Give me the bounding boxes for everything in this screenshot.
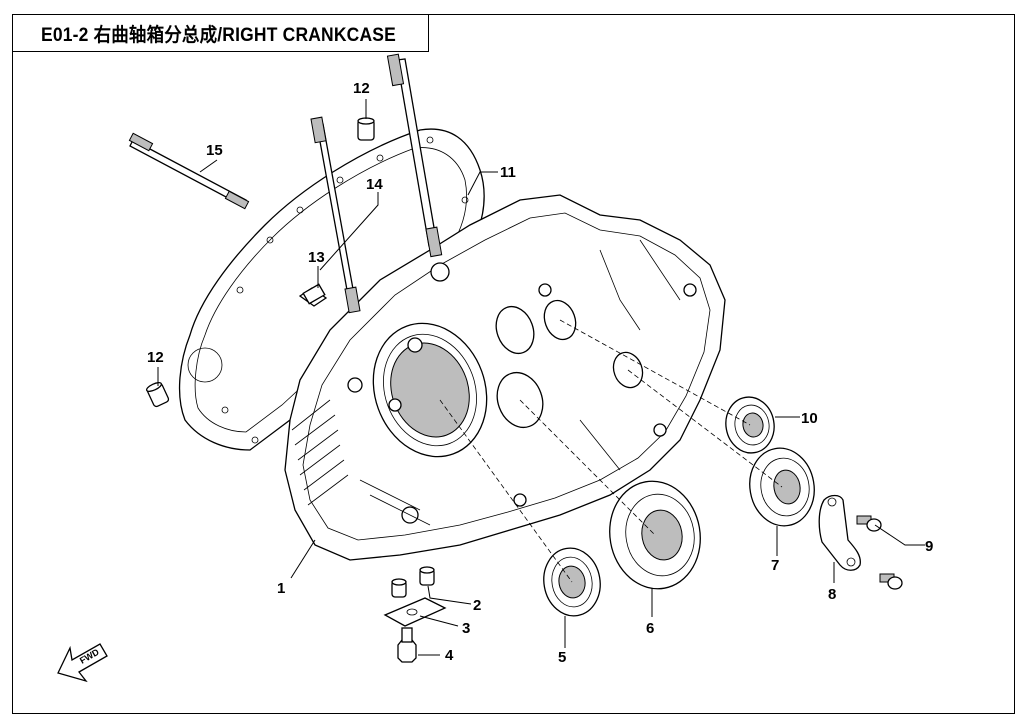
callout-12-top: 12 — [353, 80, 370, 97]
small-parts-2-3-4 — [383, 566, 447, 663]
screws-9 — [856, 515, 903, 590]
callout-15: 15 — [206, 142, 223, 159]
stud-bolts — [310, 53, 443, 314]
fwd-arrow: FWD — [57, 643, 108, 683]
title-box: E01-2 右曲轴箱分总成/RIGHT CRANKCASE — [12, 14, 429, 52]
callout-4: 4 — [445, 647, 454, 664]
callout-11: 11 — [500, 164, 516, 181]
diagram-title: E01-2 右曲轴箱分总成/RIGHT CRANKCASE — [41, 24, 396, 46]
alignment-lines — [439, 319, 783, 583]
callout-5: 5 — [558, 649, 566, 666]
callout-8: 8 — [828, 586, 836, 603]
callout-3: 3 — [462, 620, 470, 637]
callout-12-left: 12 — [147, 349, 164, 366]
callout-1: 1 — [277, 580, 285, 597]
bearing-retainer-8 — [818, 494, 861, 571]
callout-13: 13 — [308, 249, 325, 266]
callout-2: 2 — [473, 597, 481, 614]
callouts: 1 2 3 4 5 6 7 8 9 10 11 12 12 13 14 15 — [147, 80, 933, 666]
callout-6: 6 — [646, 620, 654, 637]
callout-10: 10 — [801, 410, 818, 427]
leader-lines — [157, 99, 925, 656]
bearing-6 — [609, 480, 701, 590]
callout-14: 14 — [366, 176, 383, 193]
stud-15 — [128, 132, 250, 210]
callout-7: 7 — [771, 557, 779, 574]
callout-9: 9 — [925, 538, 933, 555]
gasket — [178, 128, 485, 451]
plug-13 — [298, 283, 328, 307]
drawing-frame — [12, 14, 1015, 714]
